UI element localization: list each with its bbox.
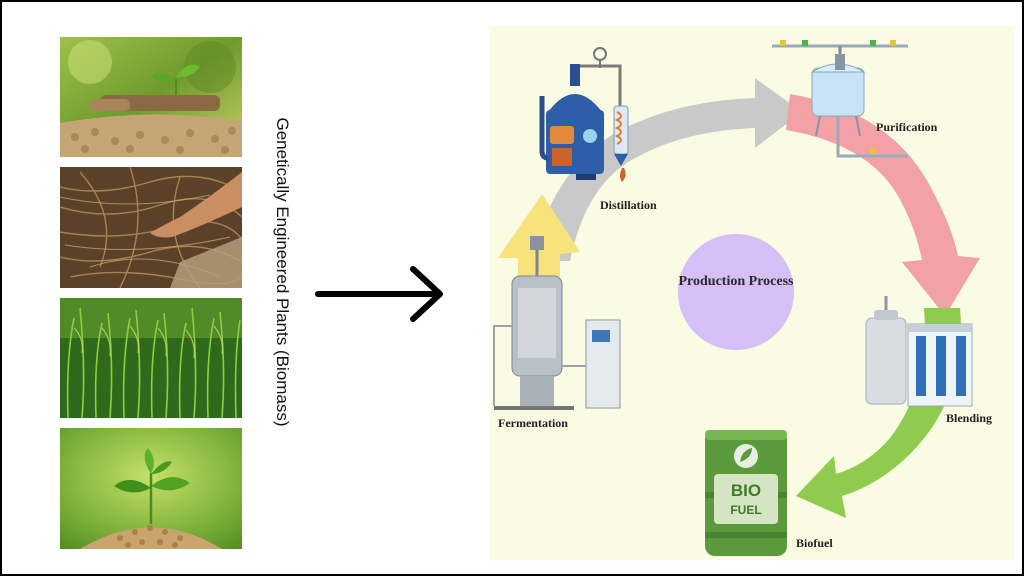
fermenter-icon (493, 236, 621, 410)
seedling-on-pellets-image (60, 37, 242, 157)
photo-hand-biomass (60, 167, 242, 288)
step-label-purification: Purification (876, 120, 938, 134)
seedling-sprout-image (60, 428, 242, 549)
step-label-blending: Blending (946, 411, 993, 425)
process-cycle-diagram: BIO FUEL (493, 40, 980, 556)
gray-cycle-arrow (532, 78, 802, 261)
barrel-text-bio: BIO (731, 481, 761, 500)
photo-seedling-sprout (60, 428, 242, 549)
production-process-circle: Production Process (678, 234, 794, 350)
purification-tank-icon (772, 40, 908, 158)
rice-field-image (60, 298, 242, 418)
production-process-panel: BIO FUEL Production Process Distillation… (490, 26, 1014, 560)
blending-tanks-icon (865, 296, 973, 407)
pink-cycle-arrow (786, 94, 980, 316)
right-arrow-icon (315, 266, 443, 322)
step-label-fermentation: Fermentation (498, 416, 568, 430)
photo-seedling-on-pellets (60, 37, 242, 157)
biomass-caption: Genetically Engineered Plants (Biomass) (268, 118, 292, 427)
biofuel-barrel-icon: BIO FUEL (705, 430, 787, 556)
production-process-label: Production Process (678, 274, 794, 289)
step-label-distillation: Distillation (600, 198, 657, 212)
photo-rice-field (60, 298, 242, 418)
distillation-apparatus-icon (539, 47, 629, 182)
hand-biomass-image (60, 167, 242, 288)
biomass-caption-text: Genetically Engineered Plants (Biomass) (273, 117, 292, 427)
barrel-text-fuel: FUEL (730, 503, 761, 517)
step-label-biofuel: Biofuel (796, 536, 833, 550)
